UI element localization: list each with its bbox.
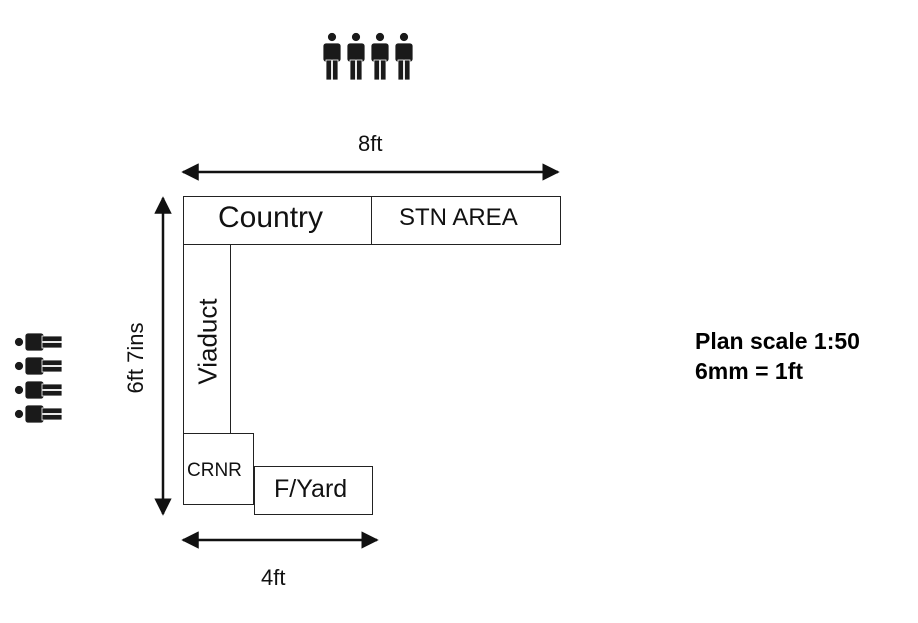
corner-board: CRNR	[183, 433, 254, 505]
scale-note-line2: 6mm = 1ft	[695, 358, 804, 384]
fiddle-yard-board: F/Yard	[254, 466, 373, 515]
scale-note: Plan scale 1:50 6mm = 1ft	[695, 326, 860, 386]
viaduct-board: Viaduct	[183, 244, 231, 434]
top-width-label: 8ft	[358, 131, 383, 156]
viaduct-label: Viaduct	[192, 298, 223, 385]
left-height-label: 6ft 7ins	[123, 322, 148, 394]
country-label: Country	[218, 201, 324, 234]
bottom-width-label: 4ft	[261, 565, 286, 590]
corner-label: CRNR	[187, 460, 242, 481]
people-group-icon	[14, 332, 63, 424]
people-group-icon	[322, 32, 414, 81]
scale-note-line1: Plan scale 1:50	[695, 328, 860, 354]
country-board: Country	[183, 196, 372, 245]
station-label: STN AREA	[399, 204, 518, 231]
station-board: STN AREA	[371, 196, 561, 245]
fiddle-yard-label: F/Yard	[274, 475, 348, 503]
